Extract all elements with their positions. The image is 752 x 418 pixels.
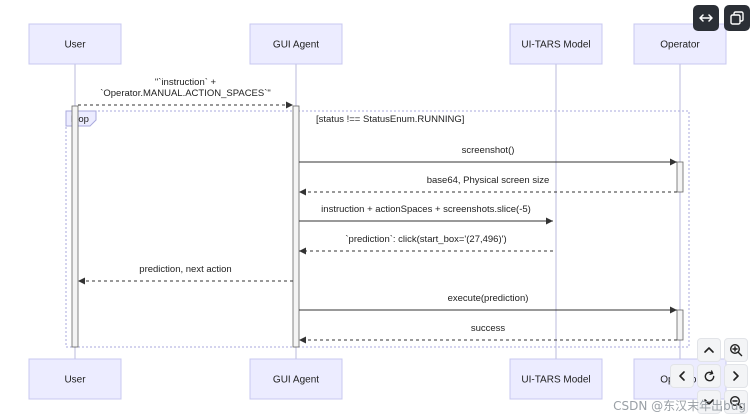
actor-user-bottom-label: User [64,375,86,386]
fit-width-button[interactable] [693,5,719,31]
actor-user-top-label: User [64,40,86,51]
loop-condition: [status !== StatusEnum.RUNNING] [316,114,464,125]
message-label-7: execute(prediction) [448,293,529,304]
reset-view-button[interactable] [697,364,721,388]
zoom-out-button[interactable] [724,390,748,414]
activation-operator-1 [676,161,684,193]
expand-horizontal-icon [699,14,713,22]
pan-up-button[interactable] [697,338,721,362]
actor-user-bottom [28,358,122,400]
zoom-out-icon [729,395,743,409]
actor-agent-bottom [249,358,343,400]
actor-model-bottom [509,358,603,400]
activation-agent [292,105,300,348]
chevron-down-icon [704,399,714,405]
actor-model-bottom-label: UI-TARS Model [521,375,590,386]
chevron-left-icon [679,371,685,381]
pan-left-button[interactable] [670,364,694,388]
watermark: CSDN @东汉末年出bug [613,399,746,413]
loop-label: loop [71,114,89,125]
actor-agent-bottom-label: GUI Agent [273,375,319,386]
copy-button[interactable] [724,5,750,31]
message-label-2: screenshot() [462,145,515,156]
message-label-5: `prediction`: click(start_box='(27,496)'… [345,234,506,245]
actor-operator-top-label: Operator [660,40,700,51]
actor-model-top [509,23,603,65]
message-label-4: instruction + actionSpaces + screenshots… [321,204,531,215]
reset-icon [704,369,714,381]
copy-icon [730,11,744,25]
zoom-in-button[interactable] [724,338,748,362]
actor-model-top-label: UI-TARS Model [521,40,590,51]
loop-frame [65,110,690,348]
actor-user-top [28,23,122,65]
message-label-1-line-2: `Operator.MANUAL.ACTION_SPACES`" [100,88,271,99]
activation-user [71,105,79,348]
chevron-up-icon [704,347,714,353]
chevron-right-icon [733,371,739,381]
actor-agent-top [249,23,343,65]
message-label-8: success [471,323,506,334]
message-label-6: prediction, next action [139,264,231,275]
activation-operator-2 [676,309,684,341]
zoom-in-icon [729,343,743,357]
pan-right-button[interactable] [724,364,748,388]
actor-agent-top-label: GUI Agent [273,40,319,51]
pan-down-button[interactable] [697,390,721,414]
message-label-3: base64, Physical screen size [427,175,550,186]
message-label-1-line-1: "`instruction` + [155,77,217,88]
